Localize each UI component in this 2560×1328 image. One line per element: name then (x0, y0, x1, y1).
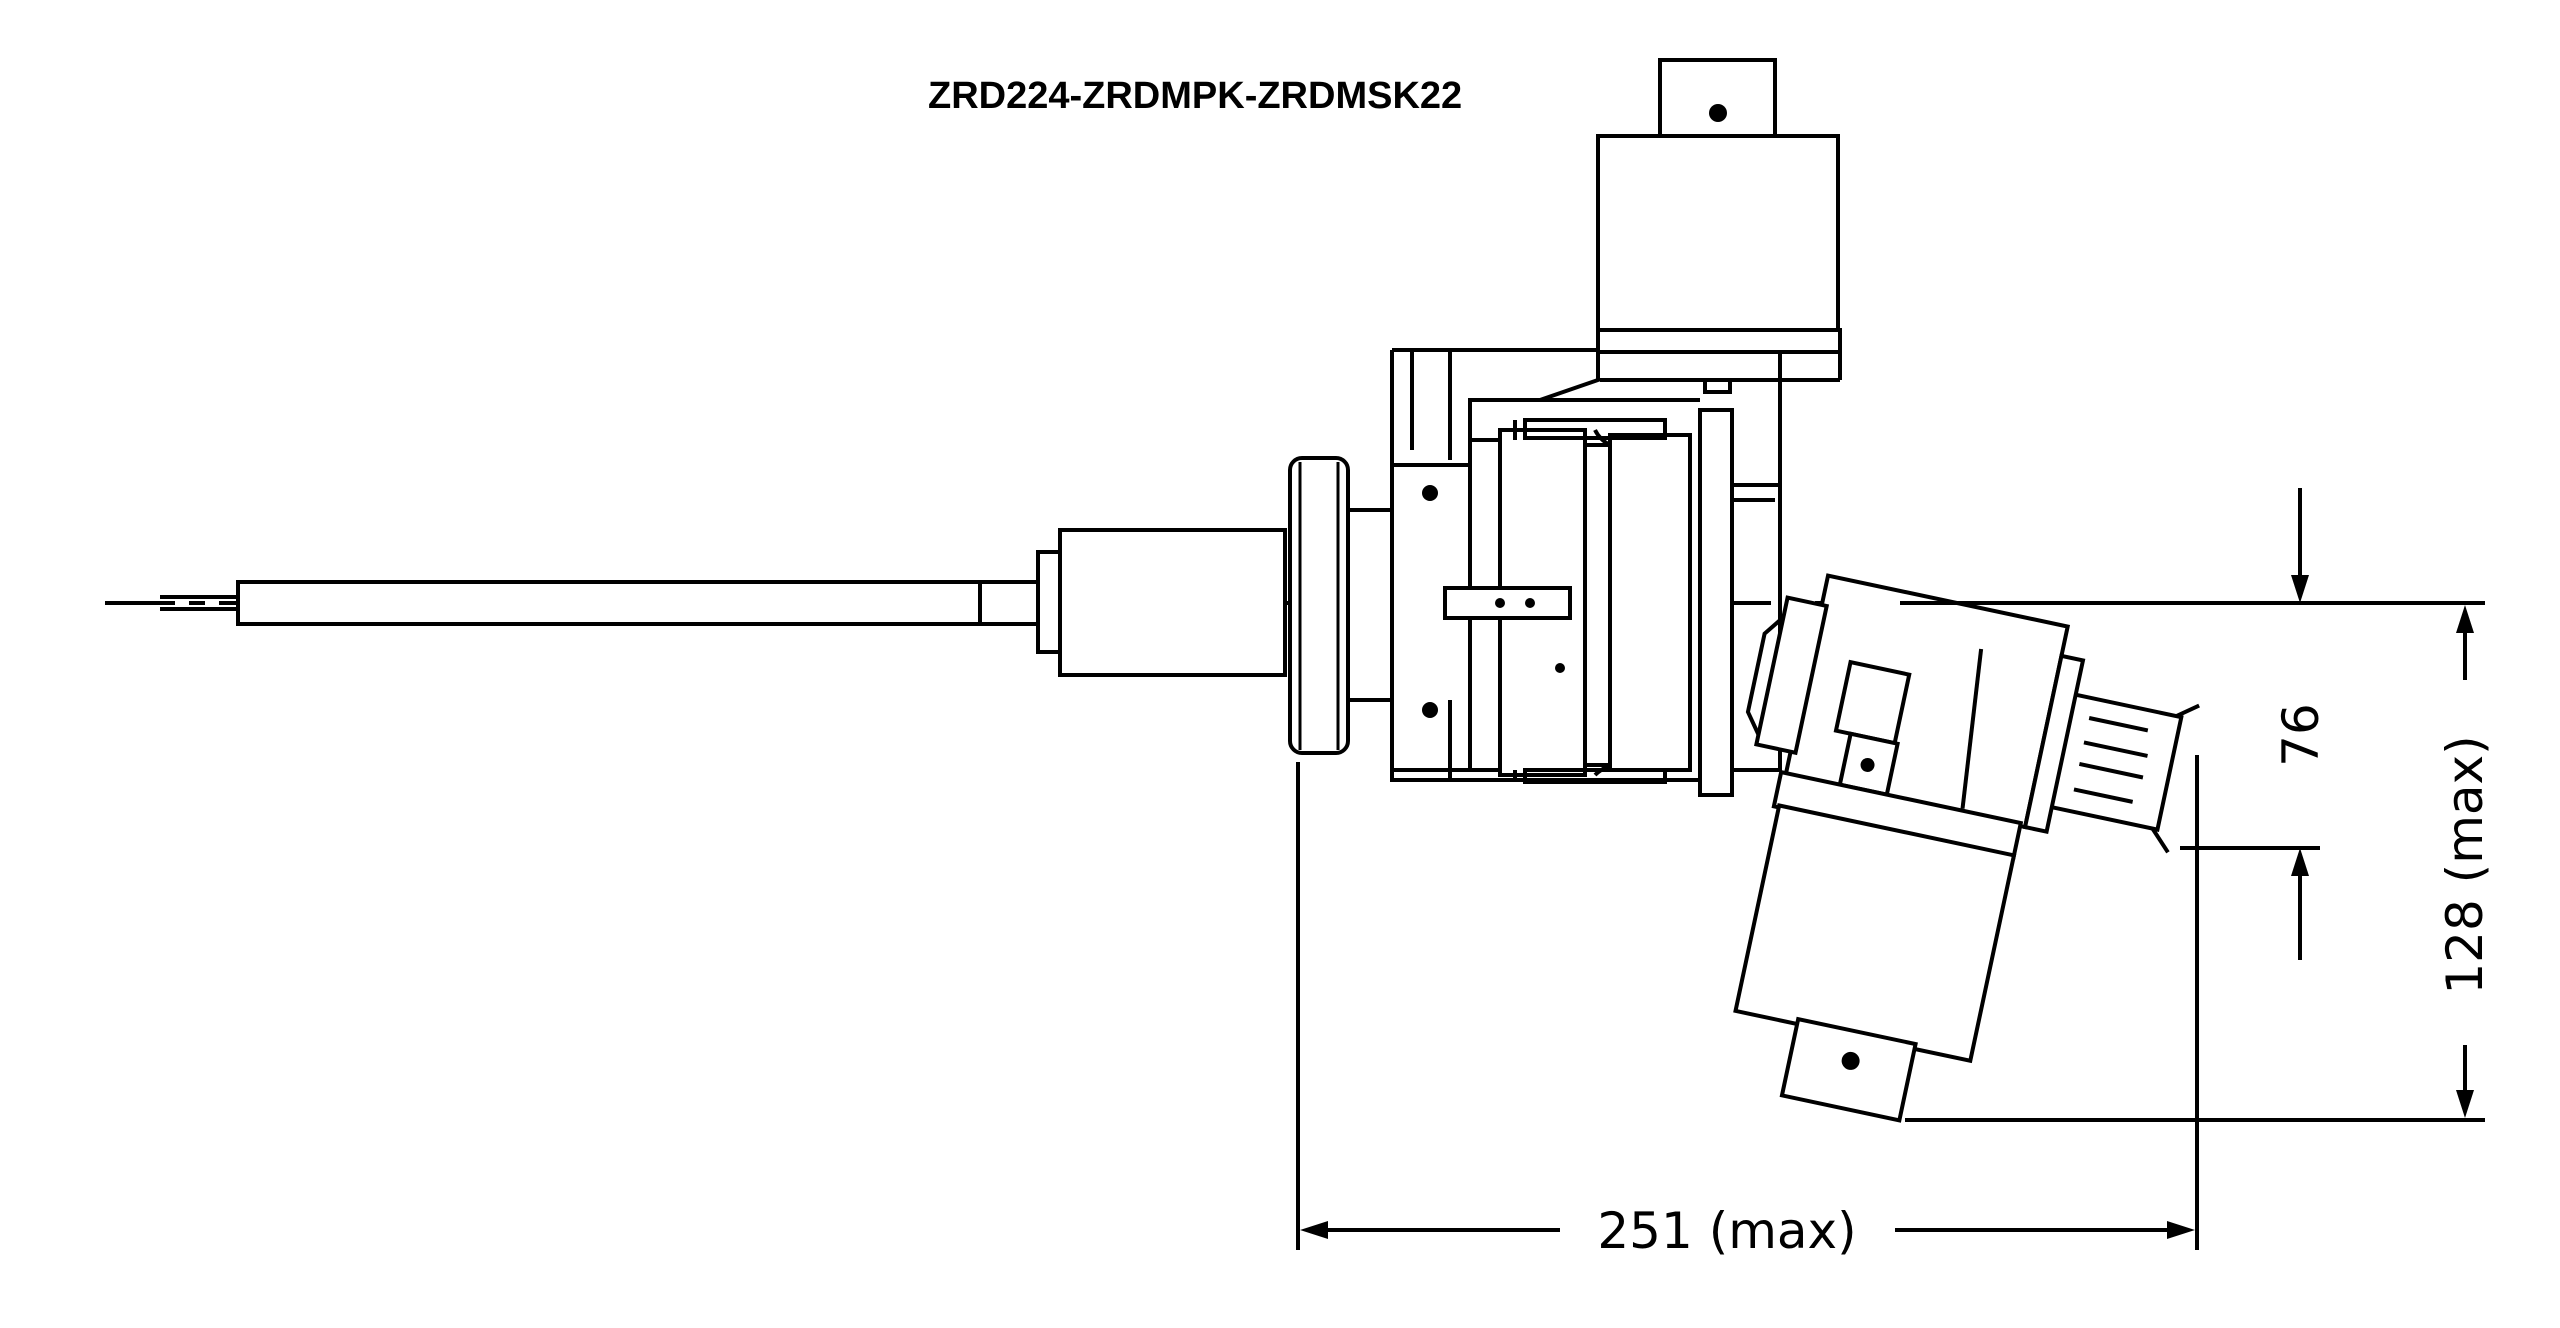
dimension-128-max-label: 128 (max) (2436, 735, 2494, 994)
bolt-hole (1422, 485, 1438, 501)
dimension-76: 76 (1900, 488, 2475, 960)
shaft-housing (1036, 528, 1287, 677)
probe-rod (160, 580, 1040, 626)
dimension-251-max-label: 251 (max) (1597, 1202, 1856, 1260)
bolt-hole (1422, 702, 1438, 718)
main-body (1390, 348, 1842, 797)
upper-motor (1468, 58, 1842, 440)
dimension-251-max: 251 (max) (1296, 755, 2199, 1260)
dimension-76-label: 76 (2272, 703, 2330, 767)
drawing-title: ZRD224-ZRDMPK-ZRDMSK22 (928, 75, 1462, 117)
flange (1288, 456, 1398, 755)
angled-gearhead (1733, 573, 2200, 1123)
